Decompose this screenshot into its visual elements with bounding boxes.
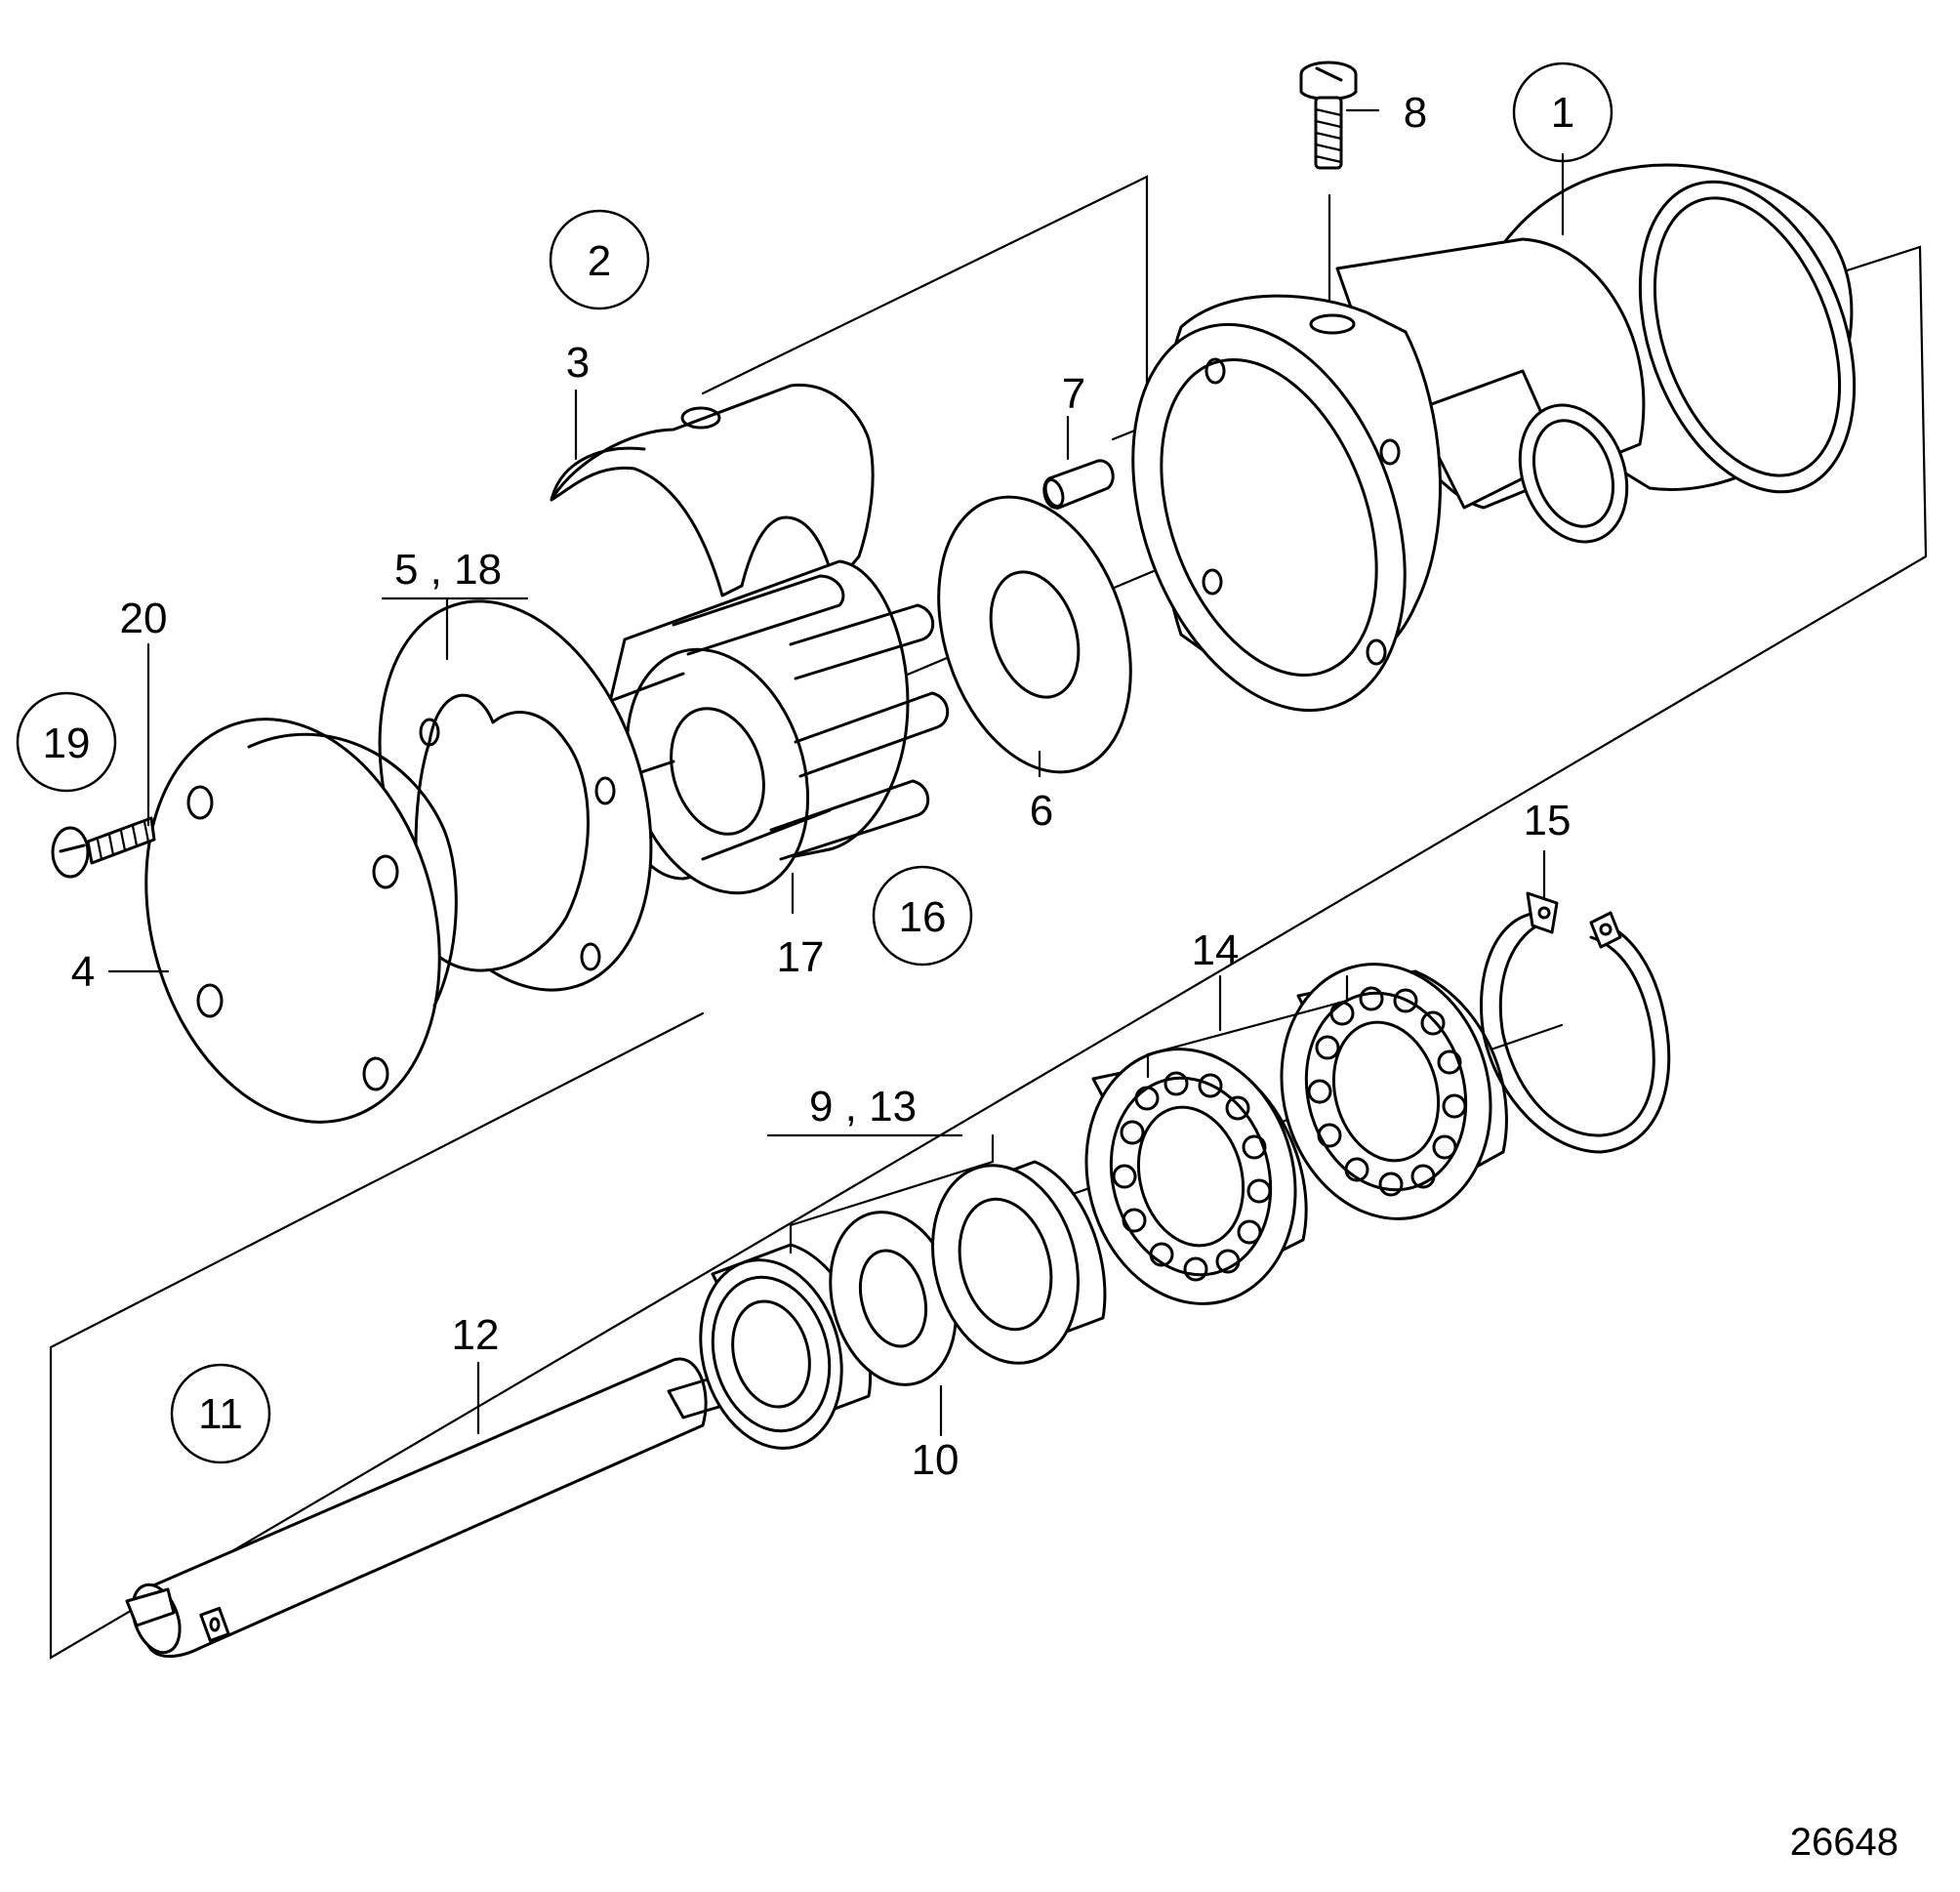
callout-circle-2	[549, 209, 650, 310]
drawing-number: 26648	[1790, 1821, 1899, 1864]
label-4: 4	[71, 948, 95, 996]
label-15: 15	[1524, 797, 1572, 844]
label-20: 20	[120, 595, 168, 642]
leader-lines	[107, 108, 1565, 1437]
label-2: 2	[588, 237, 611, 285]
label-17: 17	[777, 933, 825, 981]
callout-circle-1	[1512, 62, 1613, 163]
pump-housing	[1131, 163, 1857, 713]
label-11: 11	[198, 1390, 243, 1438]
impeller-part	[603, 559, 950, 895]
wear-plate-part	[937, 495, 1132, 774]
screw-part-8	[1299, 61, 1358, 170]
cover-part	[144, 718, 458, 1124]
label-3: 3	[566, 339, 590, 387]
bearing-14b-part	[1280, 963, 1508, 1220]
bearing-14a-part	[1084, 1048, 1308, 1305]
gasket-part	[378, 599, 653, 992]
callout-circle-16	[872, 865, 973, 967]
label-6: 6	[1030, 787, 1053, 835]
label-8: 8	[1404, 89, 1427, 137]
label-7: 7	[1062, 370, 1085, 418]
pin-part	[1042, 459, 1115, 510]
callout-circles	[16, 62, 1613, 1464]
callout-circle-19	[16, 691, 117, 793]
bearing-front-2-part	[931, 1160, 1107, 1365]
label-9-13: 9 , 13	[809, 1083, 917, 1131]
cam-part	[550, 383, 875, 597]
label-10: 10	[912, 1436, 960, 1484]
label-1: 1	[1551, 89, 1574, 137]
callout-circle-11	[170, 1363, 271, 1464]
screw-part-20	[51, 816, 156, 879]
label-12: 12	[452, 1311, 500, 1359]
shaft-part	[125, 1357, 724, 1658]
label-14: 14	[1192, 926, 1240, 974]
label-5-18: 5 , 18	[394, 546, 502, 594]
seal-ring-part	[829, 1211, 958, 1386]
label-19: 19	[43, 720, 91, 767]
callout-labels: 1 2 3 4 5 , 18 6 7 8 9 , 13 10 11 12 14 …	[43, 89, 1575, 1484]
circlip-part	[1480, 891, 1671, 1154]
label-16: 16	[899, 893, 947, 941]
